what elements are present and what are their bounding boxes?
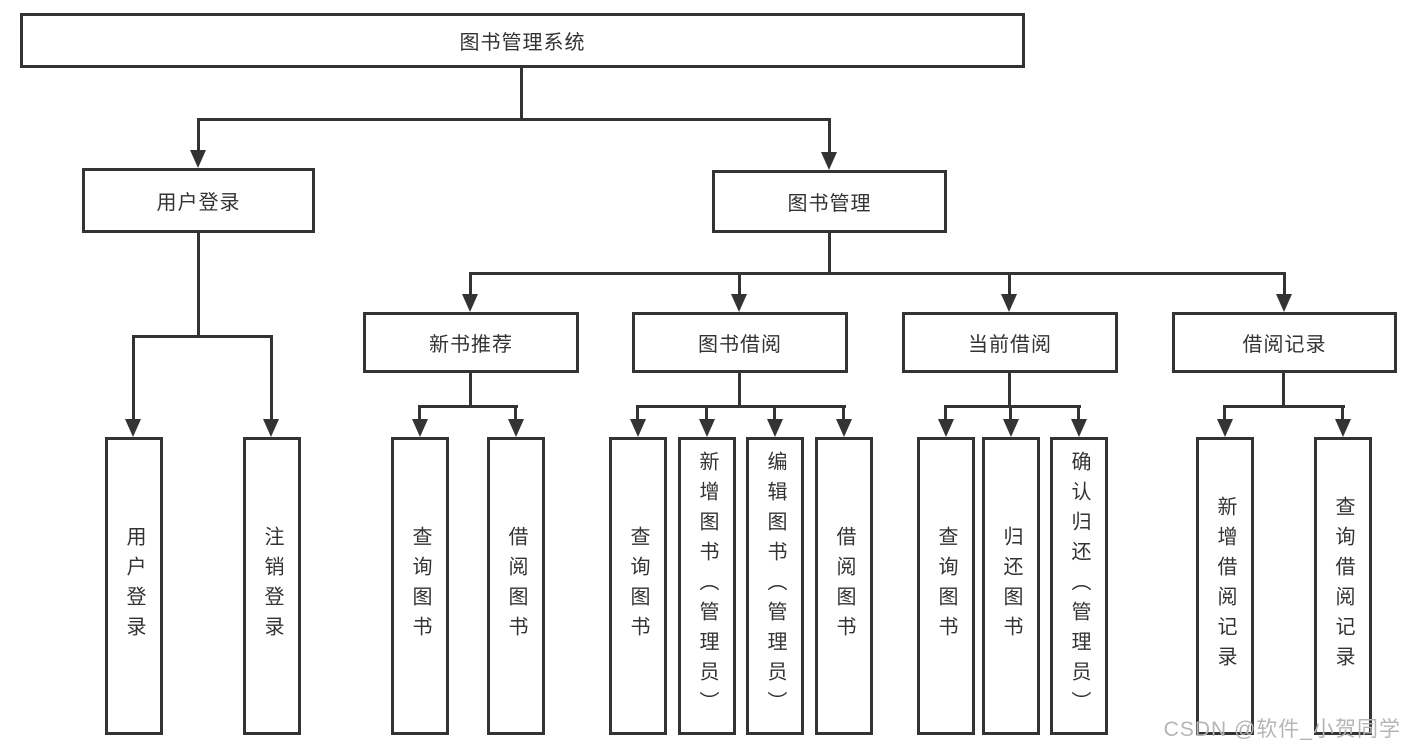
connector-line [1341, 405, 1344, 421]
node-current-borrowing: 当前借阅 [902, 312, 1118, 373]
arrow-down-icon [938, 419, 954, 437]
leaf-query-borrow-record-label: 查询借阅记录 [1332, 496, 1354, 676]
connector-line [828, 233, 831, 272]
connector-line [418, 405, 518, 408]
leaf-borrow-books-borrowing-label: 借阅图书 [833, 526, 855, 646]
arrow-down-icon [630, 419, 646, 437]
arrow-down-icon [412, 419, 428, 437]
connector-line [132, 335, 273, 338]
arrow-down-icon [1071, 419, 1087, 437]
connector-line [197, 118, 200, 150]
arrow-down-icon [1001, 294, 1017, 312]
connector-line [738, 373, 741, 407]
arrow-down-icon [1217, 419, 1233, 437]
leaf-borrow-books-recommend-label: 借阅图书 [505, 526, 527, 646]
node-borrowing-records-label: 借阅记录 [1242, 334, 1327, 356]
node-root-label: 图书管理系统 [459, 32, 586, 54]
connector-line [828, 118, 831, 152]
connector-line [1223, 405, 1226, 421]
leaf-return-book: 归还图书 [982, 437, 1040, 735]
node-root: 图书管理系统 [20, 13, 1025, 68]
leaf-query-books-current-label: 查询图书 [935, 526, 957, 646]
leaf-confirm-return-admin: 确认归还（管理员） [1050, 437, 1108, 735]
arrow-down-icon [508, 419, 524, 437]
connector-line [469, 272, 1285, 275]
arrow-down-icon [462, 294, 478, 312]
arrow-down-icon [731, 294, 747, 312]
leaf-add-borrow-record-label: 新增借阅记录 [1214, 496, 1236, 676]
node-book-management: 图书管理 [712, 170, 947, 233]
leaf-borrow-books-borrowing: 借阅图书 [815, 437, 873, 735]
arrow-down-icon [1335, 419, 1351, 437]
node-borrowing-records: 借阅记录 [1172, 312, 1397, 373]
connector-line [197, 233, 200, 335]
node-book-management-label: 图书管理 [787, 193, 872, 215]
connector-line [197, 118, 831, 121]
arrow-down-icon [821, 152, 837, 170]
connector-line [944, 405, 947, 421]
arrow-down-icon [1276, 294, 1292, 312]
connector-line [469, 373, 472, 407]
connector-line [520, 68, 523, 118]
connector-line [944, 405, 1081, 408]
connector-line [705, 405, 708, 421]
connector-line [1283, 272, 1286, 294]
leaf-return-book-label: 归还图书 [1000, 526, 1022, 646]
connector-line [1008, 272, 1011, 294]
leaf-add-book-admin: 新增图书（管理员） [678, 437, 736, 735]
arrow-down-icon [767, 419, 783, 437]
leaf-query-books-current: 查询图书 [917, 437, 975, 735]
arrow-down-icon [190, 150, 206, 168]
connector-line [1282, 373, 1285, 407]
leaf-edit-book-admin: 编辑图书（管理员） [746, 437, 804, 735]
connector-line [514, 405, 517, 421]
node-new-book-recommend-label: 新书推荐 [429, 334, 513, 356]
connector-line [636, 405, 846, 408]
connector-line [1077, 405, 1080, 421]
leaf-add-book-admin-label: 新增图书（管理员） [696, 451, 718, 721]
node-book-borrowing: 图书借阅 [632, 312, 848, 373]
leaf-query-books-borrowing-label: 查询图书 [627, 526, 649, 646]
arrow-down-icon [699, 419, 715, 437]
connector-line [1009, 405, 1012, 421]
connector-line [270, 335, 273, 419]
connector-line [418, 405, 421, 421]
leaf-query-borrow-record: 查询借阅记录 [1314, 437, 1372, 735]
leaf-edit-book-admin-label: 编辑图书（管理员） [764, 451, 786, 721]
connector-line [842, 405, 845, 421]
leaf-user-login-label: 用户登录 [123, 526, 145, 646]
connector-line [738, 272, 741, 294]
connector-line [773, 405, 776, 421]
leaf-query-books-recommend: 查询图书 [391, 437, 449, 735]
node-new-book-recommend: 新书推荐 [363, 312, 579, 373]
connector-line [469, 272, 472, 294]
node-book-borrowing-label: 图书借阅 [698, 334, 782, 356]
leaf-borrow-books-recommend: 借阅图书 [487, 437, 545, 735]
connector-line [1008, 373, 1011, 407]
leaf-logout: 注销登录 [243, 437, 301, 735]
leaf-query-books-borrowing: 查询图书 [609, 437, 667, 735]
arrow-down-icon [125, 419, 141, 437]
arrow-down-icon [263, 419, 279, 437]
leaf-add-borrow-record: 新增借阅记录 [1196, 437, 1254, 735]
connector-line [636, 405, 639, 421]
watermark: CSDN @软件_小贺同学 [1163, 718, 1401, 741]
arrow-down-icon [1003, 419, 1019, 437]
leaf-query-books-recommend-label: 查询图书 [409, 526, 431, 646]
node-user-login-label: 用户登录 [156, 192, 241, 214]
connector-line [132, 335, 135, 419]
leaf-confirm-return-admin-label: 确认归还（管理员） [1068, 451, 1090, 721]
leaf-logout-label: 注销登录 [261, 526, 283, 646]
node-user-login: 用户登录 [82, 168, 315, 233]
node-current-borrowing-label: 当前借阅 [968, 334, 1052, 356]
connector-line [1223, 405, 1345, 408]
leaf-user-login: 用户登录 [105, 437, 163, 735]
arrow-down-icon [836, 419, 852, 437]
